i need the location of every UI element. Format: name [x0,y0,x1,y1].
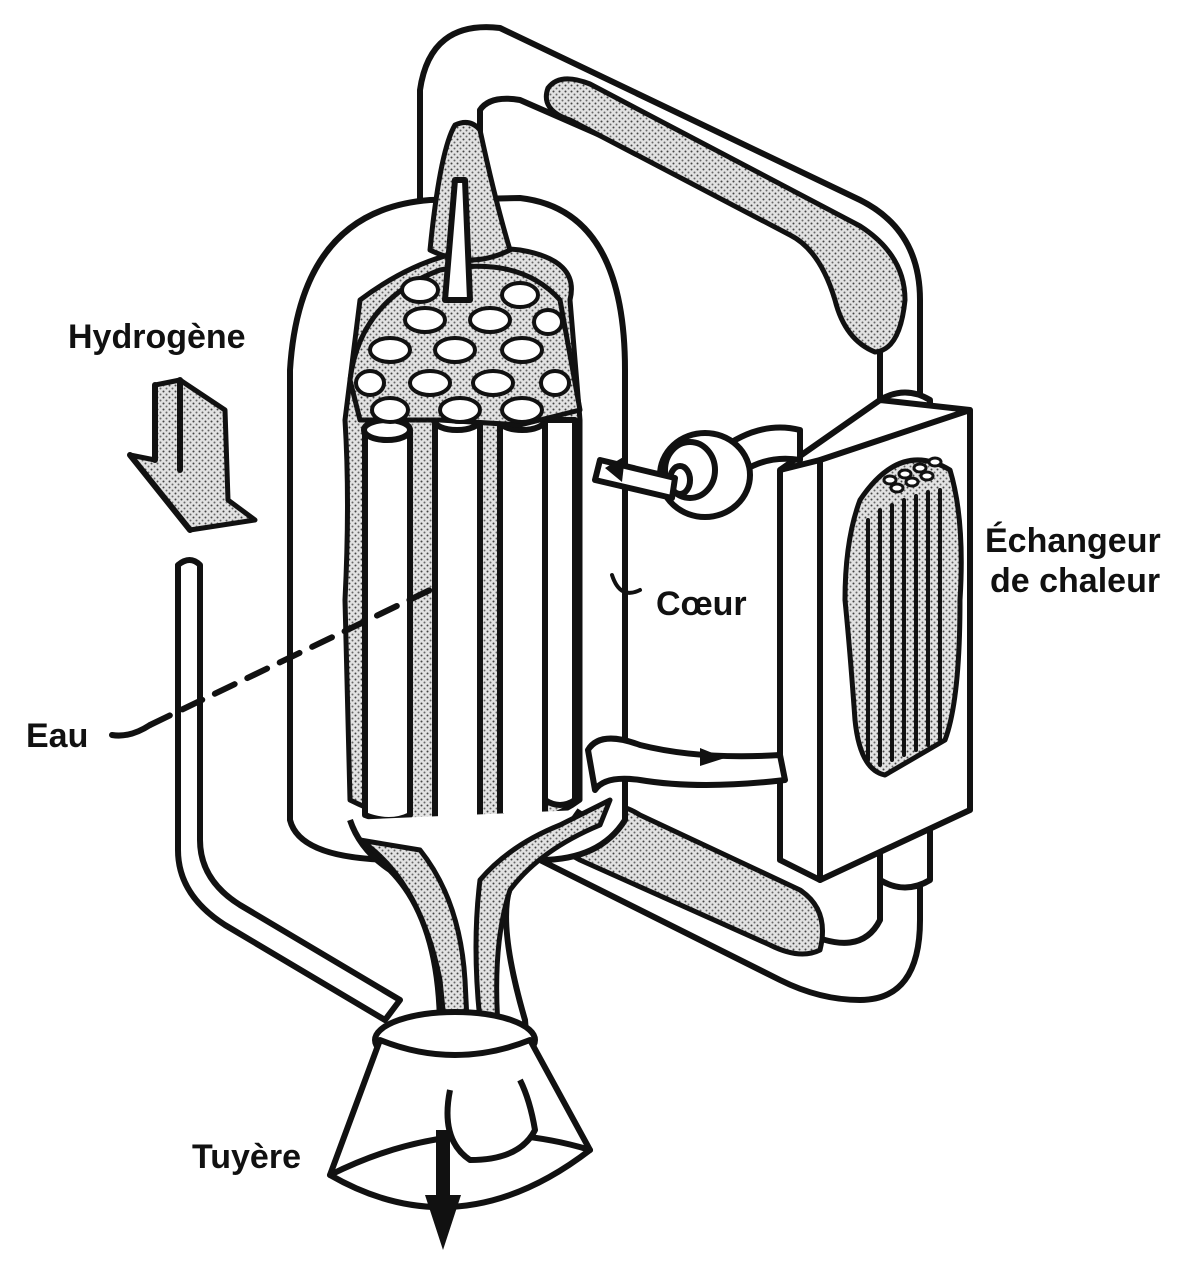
exhaust-arrow-shaft [436,1130,450,1200]
label-heat-exchanger-line1: Échangeur [985,522,1161,560]
core-top [347,263,583,428]
pump-outlet-arrow [605,456,625,482]
label-hydrogen: Hydrogène [68,318,246,356]
return-flow-arrow [700,748,725,766]
label-water: Eau [26,717,89,755]
label-core: Cœur [656,585,747,623]
hydrogen-inlet-arrow [127,377,258,533]
heat-exchanger-tube-ends [882,456,943,494]
heat-exchanger-tubes [866,488,942,767]
fuel-rods [361,407,578,838]
water-leader-dashed [147,587,433,728]
label-heat-exchanger-line2: de chaleur [990,562,1161,600]
pump [585,424,803,793]
nozzle-assembly [327,797,613,1250]
exhaust-arrow-head [425,1195,461,1250]
label-nozzle: Tuyère [192,1138,301,1176]
heat-exchanger [777,389,973,891]
water-pipe [175,557,403,1023]
circulation-loop [417,24,923,1003]
core-leader [610,573,642,595]
water-leader-solid [109,722,153,739]
